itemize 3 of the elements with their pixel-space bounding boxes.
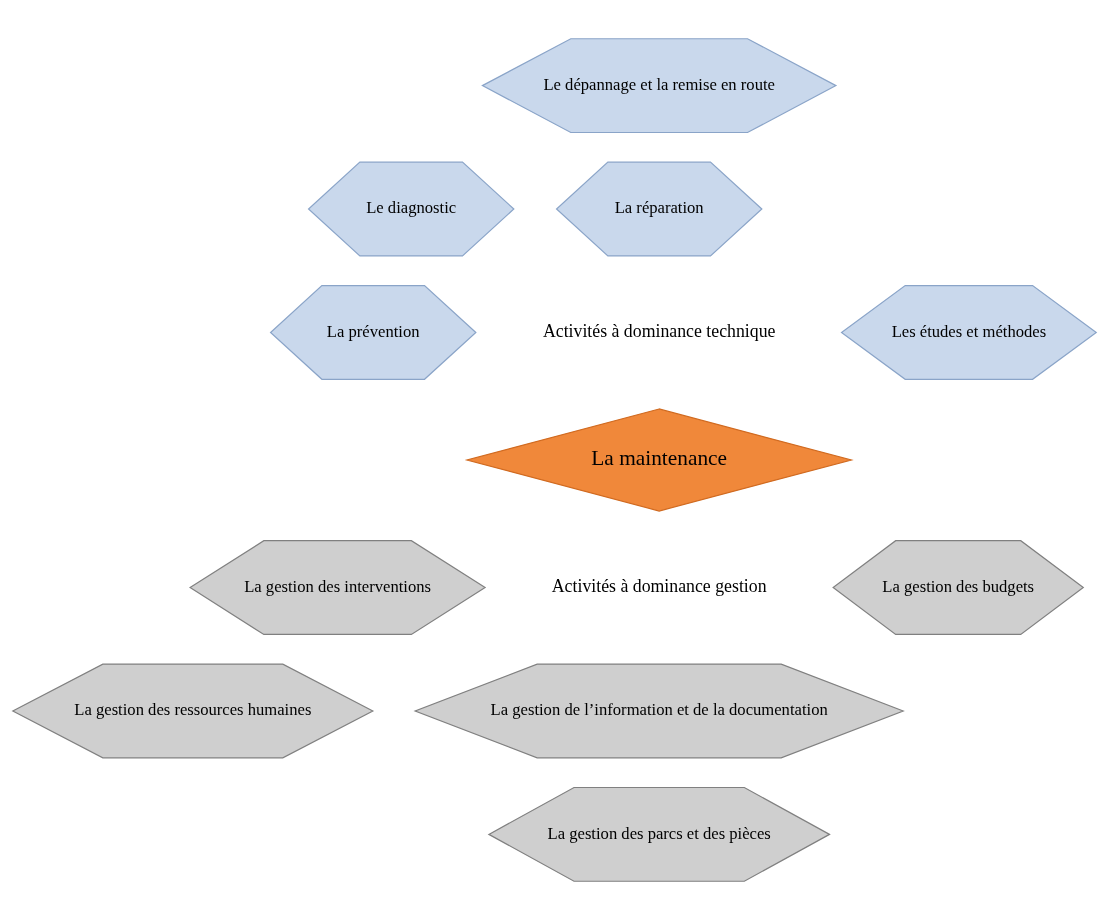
label: Activités à dominance technique: [542, 320, 776, 341]
label: Activités à dominance gestion: [551, 575, 767, 596]
node-diamond: La maintenance: [464, 407, 854, 512]
